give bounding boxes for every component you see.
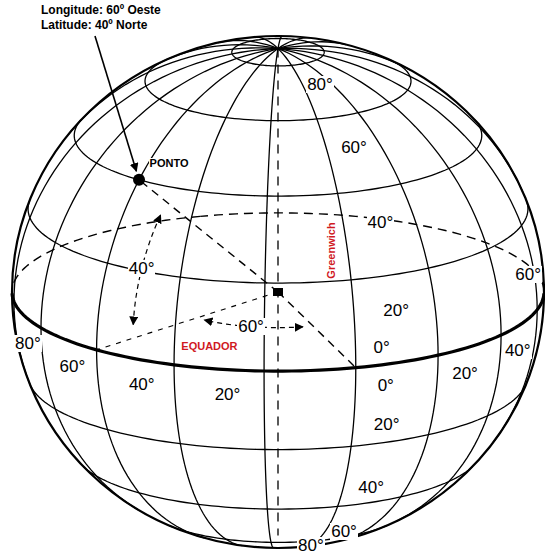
- meridian-line: [174, 49, 278, 546]
- latitude-label: 60°: [330, 523, 358, 540]
- point-radius: [139, 180, 278, 292]
- latitude-label: 80°: [297, 537, 325, 554]
- latitude-label: 80°: [306, 76, 334, 93]
- point-marks: [95, 36, 283, 296]
- angle-label: 60°: [237, 318, 265, 335]
- latitude-label: 60°: [340, 139, 368, 156]
- longitude-label: 20°: [451, 365, 479, 382]
- latitude-label: 20°: [373, 416, 401, 433]
- graticule: [12, 36, 544, 548]
- meridian-line: [278, 48, 523, 192]
- meridian-line: [278, 49, 356, 547]
- point-dot: [133, 174, 145, 186]
- meridian-line: [278, 46, 411, 70]
- meridian-line: [97, 49, 278, 538]
- meridian-line: [278, 49, 537, 443]
- longitude-label: 20°: [214, 386, 242, 403]
- longitude-label: 60°: [59, 358, 87, 375]
- coordinate-note: Longitude: 60º Oeste: [40, 4, 162, 16]
- callout-arrow: [95, 36, 136, 171]
- angle-label: 40°: [128, 260, 156, 277]
- meridian-line: [264, 49, 278, 548]
- equator-hidden-line: [12, 216, 200, 290]
- globe-outline: [12, 36, 544, 548]
- equator-hidden-line: [200, 213, 544, 291]
- coordinate-note: Latitude: 40º Norte: [40, 19, 148, 31]
- meridian-line: [68, 48, 278, 135]
- longitude-label: 40°: [504, 342, 532, 359]
- longitude-label: 0°: [377, 377, 395, 394]
- latitude-label: 20°: [382, 302, 410, 319]
- longitude-label: 40°: [128, 376, 156, 393]
- longitude-label: 60°: [514, 266, 542, 283]
- equator-name: EQUADOR: [180, 341, 238, 352]
- meridian-line: [278, 49, 501, 522]
- meridian-line: [278, 49, 438, 541]
- longitude-label: 80°: [14, 335, 42, 352]
- meridian-line: [278, 36, 282, 48]
- meridian-line: [41, 49, 278, 511]
- latitude-label: 0°: [373, 339, 391, 356]
- latitude-label: 40°: [367, 214, 395, 231]
- center-mark: [273, 288, 283, 296]
- point-label: PONTO: [149, 158, 190, 169]
- meridian-line: [278, 38, 310, 49]
- construction-lines: [97, 49, 356, 536]
- meridian-line: [14, 49, 278, 385]
- latitude-label: 40°: [357, 479, 385, 496]
- meridian-name: Greenwich: [326, 221, 337, 279]
- greenwich-radius: [278, 292, 356, 368]
